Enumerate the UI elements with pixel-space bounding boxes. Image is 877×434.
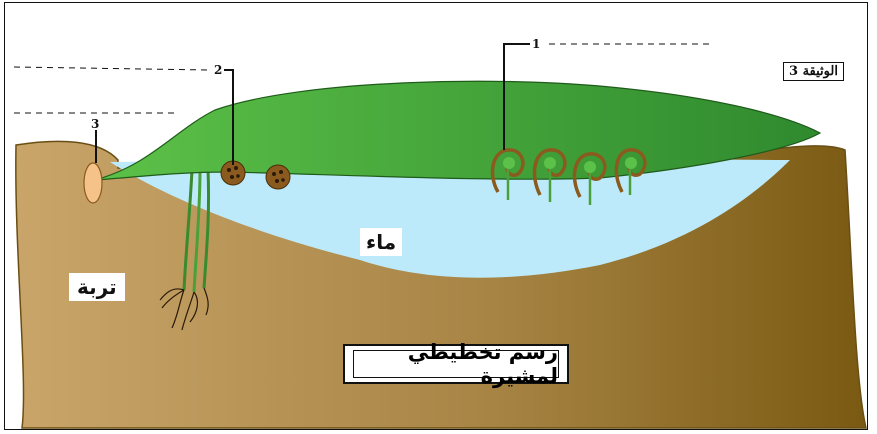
circinate-fronds (490, 148, 647, 205)
marker-2: 2 (214, 63, 222, 77)
marker-3: 3 (91, 117, 99, 131)
document-label: الوثيقة 3 (783, 62, 844, 81)
water-label: ماء (360, 228, 403, 256)
diagram-title: رسم تخطيطي لمشيرة (353, 340, 559, 388)
frond-centers (503, 157, 637, 173)
marker-1: 1 (532, 37, 540, 51)
roots (159, 169, 211, 331)
title-box: رسم تخطيطي لمشيرة (343, 340, 569, 388)
document-frame (4, 2, 868, 430)
soil-label: تربة (69, 273, 125, 301)
dashed-guides (13, 43, 710, 114)
spore (83, 162, 103, 204)
leader-lines (95, 43, 530, 165)
